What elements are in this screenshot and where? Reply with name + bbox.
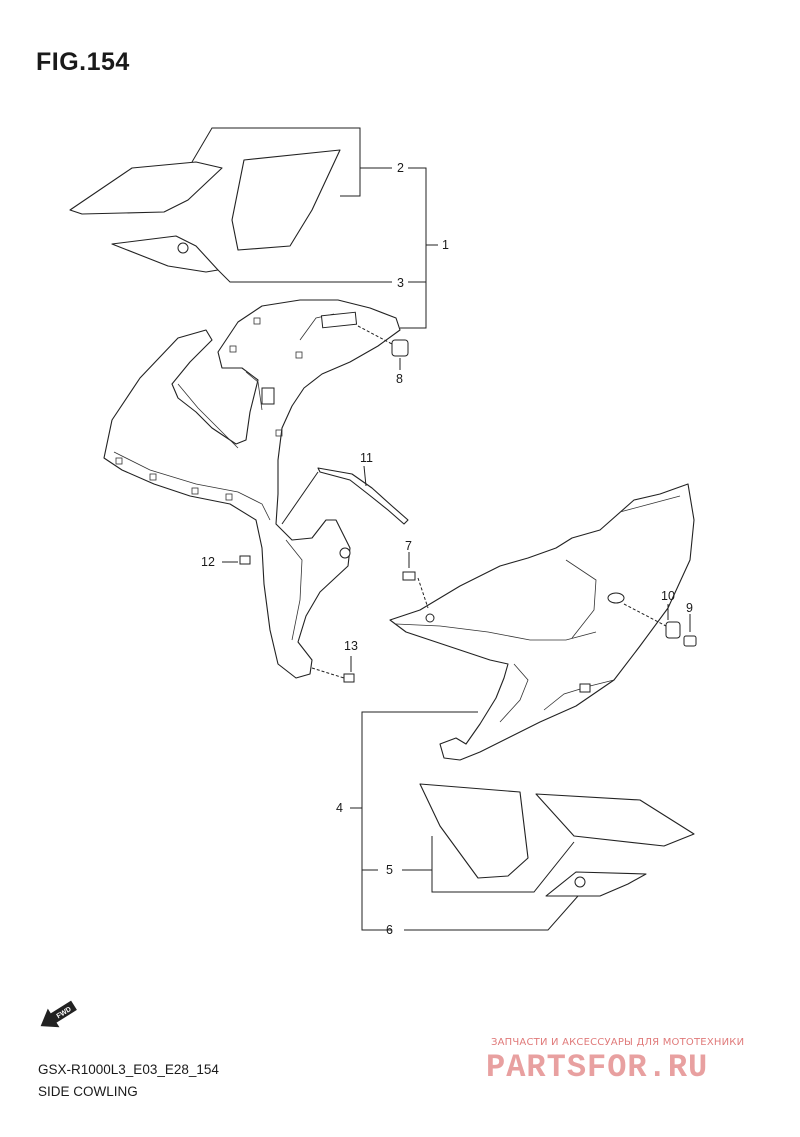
leader-3 [217, 269, 392, 283]
fastener-10[interactable] [623, 603, 681, 639]
callout-bracket-lower [350, 711, 579, 931]
decal-5-frame [431, 836, 575, 893]
cowling-clips [115, 317, 303, 501]
fastener-dash [623, 603, 667, 627]
lower-cowling-top [619, 495, 681, 513]
upper-decal-group [69, 127, 392, 283]
bracket-4 [361, 711, 478, 931]
cowling-lower-crease [285, 539, 303, 641]
trim-strip[interactable] [317, 467, 409, 525]
cowling-inner-edge [113, 451, 271, 521]
upper-cowling-shell[interactable] [103, 299, 401, 679]
lower-side-cowling[interactable] [389, 483, 695, 761]
callout-4[interactable]: 4 [336, 801, 343, 815]
screw-12-head[interactable] [239, 555, 251, 565]
callout-5[interactable]: 5 [386, 863, 393, 877]
grommet-10[interactable] [665, 621, 681, 639]
cowling-boss [339, 547, 351, 559]
cowling-grommet [261, 387, 275, 405]
section-name: SIDE COWLING [38, 1084, 138, 1099]
watermark-brand: PARTSFOR.RU [486, 1049, 709, 1086]
grommet-8[interactable] [357, 325, 409, 370]
screw-13-dash [311, 667, 345, 679]
model-code: GSX-R1000L3_E03_E28_154 [38, 1062, 219, 1077]
callout-11[interactable]: 11 [360, 451, 373, 465]
callout-6[interactable]: 6 [386, 923, 393, 937]
lower-small-decal[interactable] [545, 871, 647, 897]
fastener-9[interactable] [683, 614, 697, 647]
leader-6 [404, 895, 579, 931]
callout-9[interactable]: 9 [686, 601, 693, 615]
leader-11 [363, 465, 367, 487]
callout-1[interactable]: 1 [442, 238, 449, 252]
lower-right-decal[interactable] [535, 793, 695, 847]
screw-7-dash [417, 577, 429, 609]
decal-outline-frame [191, 127, 361, 197]
lower-cowling-clip [579, 683, 591, 693]
callout-13[interactable]: 13 [344, 639, 358, 653]
figure-title: FIG.154 [36, 48, 130, 76]
lower-cowling-mount [543, 679, 615, 711]
screw-12[interactable] [222, 555, 251, 565]
screw-13-head[interactable] [343, 673, 355, 683]
upper-side-cowling[interactable] [103, 299, 401, 679]
lower-left-decal[interactable] [419, 783, 529, 879]
cowling-mount-line [245, 371, 263, 411]
trim-strip-11[interactable] [281, 465, 409, 525]
bolt-9[interactable] [683, 635, 697, 647]
lower-cowling-crease [565, 559, 597, 639]
lower-cowling-edge [395, 623, 597, 641]
lower-cowling-boss [425, 613, 435, 623]
watermark-tagline: ЗАПЧАСТИ И АКСЕССУАРЫ ДЛЯ МОТОТЕХНИКИ [491, 1037, 745, 1048]
callout-bracket-upper [360, 167, 438, 329]
callout-8[interactable]: 8 [396, 372, 403, 386]
grommet-body[interactable] [391, 339, 409, 357]
lower-cowling-inner [499, 663, 529, 723]
lower-cowling-hole [607, 592, 625, 604]
lower-cowling-shell[interactable] [389, 483, 695, 761]
upper-small-decal[interactable] [111, 235, 219, 273]
bracket-1 [400, 167, 427, 329]
arrow-icon [40, 1000, 77, 1028]
screw-7-head[interactable] [402, 571, 416, 581]
lower-decal-hole [574, 876, 586, 888]
callout-2[interactable]: 2 [397, 161, 404, 175]
upper-center-decal[interactable] [231, 149, 341, 251]
lower-decal-group [419, 783, 695, 897]
fwd-badge: FWD [40, 1000, 77, 1028]
callout-labels: 2 1 3 8 11 12 7 13 10 9 4 5 6 [201, 161, 693, 937]
callout-10[interactable]: 10 [661, 589, 675, 603]
callout-7[interactable]: 7 [405, 539, 412, 553]
grommet-dash [357, 325, 393, 345]
cowling-crease [177, 383, 239, 449]
fwd-label: FWD [56, 1006, 73, 1020]
callout-12[interactable]: 12 [201, 555, 215, 569]
decal-hole [177, 242, 189, 254]
screw-7[interactable] [402, 552, 429, 609]
callout-3[interactable]: 3 [397, 276, 404, 290]
cowling-clip-tab [320, 311, 358, 329]
upper-left-decal[interactable] [69, 161, 223, 215]
screw-13[interactable] [311, 656, 355, 683]
leader-12-link [281, 471, 319, 525]
